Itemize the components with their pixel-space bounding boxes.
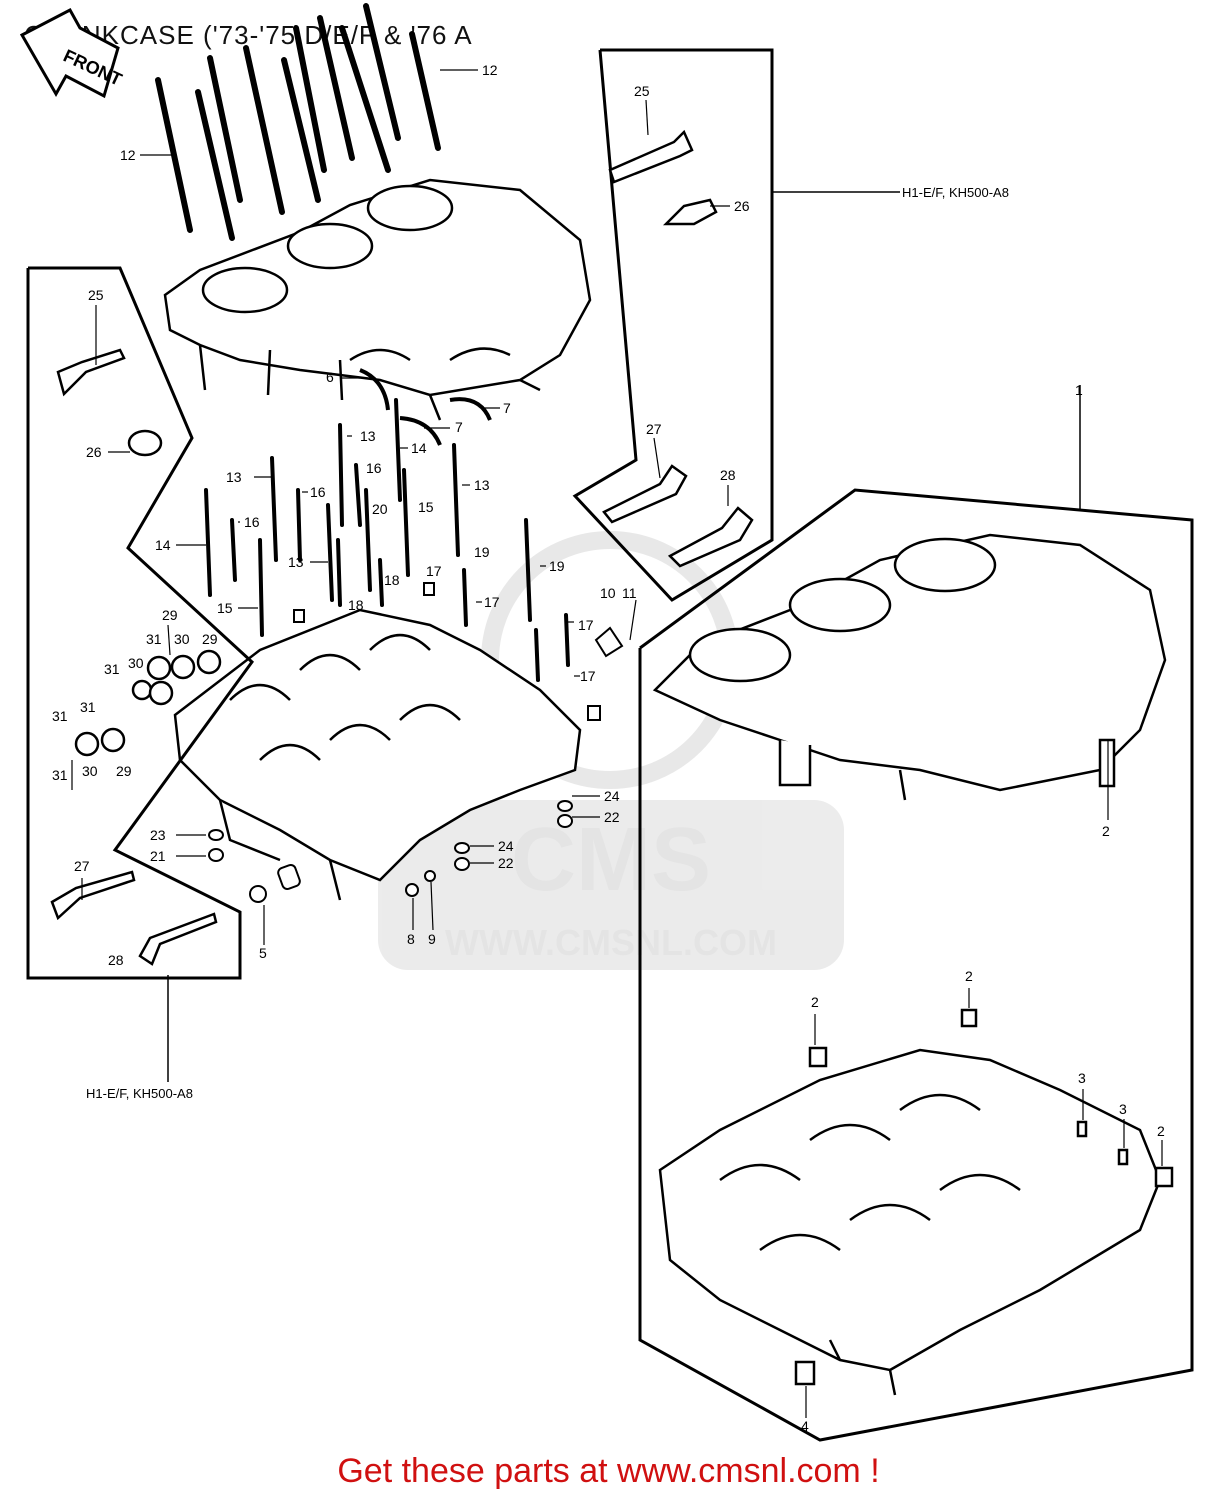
- callout-6: 6: [326, 369, 334, 385]
- callout-31e: 31: [52, 767, 68, 783]
- callout-27a: 27: [646, 421, 662, 437]
- callout-12a: 12: [482, 62, 498, 78]
- callout-5: 5: [259, 945, 267, 961]
- callout-29c: 29: [116, 763, 132, 779]
- callout-9: 9: [428, 931, 436, 947]
- long-studs: [155, 3, 441, 241]
- callout-3b: 3: [1119, 1101, 1127, 1117]
- center-studs: [204, 398, 570, 682]
- callout-14a: 14: [411, 440, 427, 456]
- front-arrow: FRONT: [19, 7, 125, 99]
- callout-31c: 31: [80, 699, 96, 715]
- right-inset-parts: [602, 129, 754, 568]
- callout-2b: 2: [811, 994, 819, 1010]
- assembly-frame: [638, 385, 1194, 1442]
- left-inset-frame: [26, 266, 255, 1082]
- watermark-brand: CMS: [511, 810, 711, 910]
- callout-13c: 13: [474, 477, 490, 493]
- callout-13d: 13: [288, 554, 304, 570]
- callout-31b: 31: [104, 661, 120, 677]
- note-inset-left: H1-E/F, KH500-A8: [86, 1086, 193, 1101]
- callout-26b: 26: [86, 444, 102, 460]
- callout-12b: 12: [120, 147, 136, 163]
- upper-crankcase: [163, 178, 592, 421]
- callout-7b: 7: [455, 419, 463, 435]
- lower-crankcase: [173, 608, 582, 901]
- callout-31d: 31: [52, 708, 68, 724]
- callout-16b: 16: [310, 484, 326, 500]
- bearing-halves: [359, 368, 492, 446]
- callout-17c: 17: [578, 617, 594, 633]
- callout-15b: 15: [217, 600, 233, 616]
- footer-link-text[interactable]: Get these parts at www.cmsnl.com !: [337, 1452, 880, 1490]
- callout-17d: 17: [580, 668, 596, 684]
- callout-24b: 24: [498, 838, 514, 854]
- callout-4: 4: [801, 1418, 809, 1434]
- callout-30c: 30: [82, 763, 98, 779]
- leader-lines: [71, 69, 1163, 1418]
- assembled-upper-case: [652, 533, 1167, 801]
- callout-25a: 25: [634, 83, 650, 99]
- callout-26a: 26: [734, 198, 750, 214]
- callout-1: 1: [1075, 382, 1083, 398]
- callout-17a: 17: [426, 563, 442, 579]
- callout-17b: 17: [484, 594, 500, 610]
- callout-28a: 28: [720, 467, 736, 483]
- callout-14b: 14: [155, 537, 171, 553]
- callout-22a: 22: [604, 809, 620, 825]
- callout-30a: 30: [174, 631, 190, 647]
- callout-29b: 29: [202, 631, 218, 647]
- callout-20: 20: [372, 501, 388, 517]
- callout-18a: 18: [384, 572, 400, 588]
- callout-3a: 3: [1078, 1070, 1086, 1086]
- callout-7a: 7: [503, 400, 511, 416]
- callout-23: 23: [150, 827, 166, 843]
- callout-24a: 24: [604, 788, 620, 804]
- callout-29a: 29: [162, 607, 178, 623]
- callout-2c: 2: [965, 968, 973, 984]
- callout-27b: 27: [74, 858, 90, 874]
- callout-labels: 1 2 2 2 2 3 3 4 5 6 7 7 8 9 10 11 12 12 …: [52, 62, 1165, 1434]
- callout-28b: 28: [108, 952, 124, 968]
- callout-16a: 16: [366, 460, 382, 476]
- callout-18b: 18: [348, 597, 364, 613]
- cms-watermark: CMS WWW.CMSNL.COM: [378, 531, 844, 970]
- callout-16c: 16: [244, 514, 260, 530]
- callout-10: 10: [600, 585, 616, 601]
- callout-13b: 13: [226, 469, 242, 485]
- callout-19b: 19: [549, 558, 565, 574]
- callout-2d: 2: [1157, 1123, 1165, 1139]
- callout-31a: 31: [146, 631, 162, 647]
- callout-13a: 13: [360, 428, 376, 444]
- note-inset-top: H1-E/F, KH500-A8: [902, 185, 1009, 200]
- callout-11: 11: [622, 585, 637, 601]
- callout-25b: 25: [88, 287, 104, 303]
- callout-19a: 19: [474, 544, 490, 560]
- watermark-url: WWW.CMSNL.COM: [445, 922, 777, 963]
- callout-8: 8: [407, 931, 415, 947]
- callout-22b: 22: [498, 855, 514, 871]
- left-inset-parts: [50, 348, 222, 966]
- callout-15a: 15: [418, 499, 434, 515]
- assembled-lower-case: [658, 1008, 1174, 1396]
- small-parts: [208, 582, 624, 903]
- callout-30b: 30: [128, 655, 144, 671]
- callout-21: 21: [150, 848, 166, 864]
- callout-2a: 2: [1102, 823, 1110, 839]
- right-inset-frame: [572, 48, 900, 602]
